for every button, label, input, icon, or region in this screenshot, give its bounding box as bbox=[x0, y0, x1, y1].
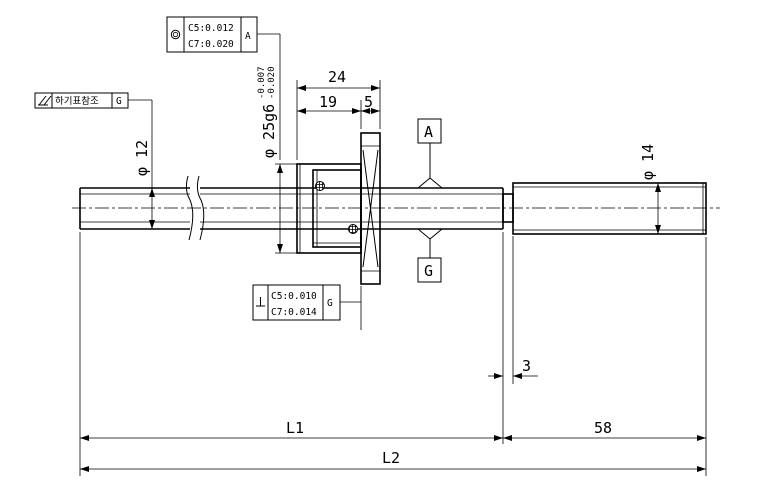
grease-nipple-lower bbox=[348, 224, 358, 234]
grease-nipple-upper bbox=[315, 181, 325, 191]
circularity-icon bbox=[170, 29, 181, 40]
screw-shaft bbox=[79, 187, 504, 230]
frame-bottom-row1: C5:0.010 bbox=[271, 291, 317, 302]
dim-phi25-tol-upper: -0.007 bbox=[257, 66, 267, 99]
dim-phi12-label: φ 12 bbox=[133, 140, 151, 176]
frame-runout-datum: G bbox=[116, 96, 122, 107]
dimension-24 bbox=[296, 80, 381, 160]
dimension-3 bbox=[488, 236, 538, 384]
dim-3-label: 3 bbox=[522, 357, 531, 375]
tolerance-frame-bottom bbox=[252, 284, 362, 330]
dim-L2-label: L2 bbox=[382, 449, 400, 467]
dim-phi25-label: φ 25g6 bbox=[260, 104, 278, 158]
datum-A-label: A bbox=[424, 123, 433, 141]
datum-A bbox=[417, 118, 443, 189]
dim-19-label: 19 bbox=[319, 93, 337, 111]
dim-5-label: 5 bbox=[364, 93, 373, 111]
dim-phi14-label: φ 14 bbox=[639, 144, 657, 180]
tolerance-frame-top bbox=[166, 16, 281, 160]
dimension-19-5 bbox=[297, 100, 380, 129]
frame-bottom-datum: G bbox=[327, 298, 333, 309]
dimension-phi25 bbox=[275, 163, 297, 254]
dimension-L1-58 bbox=[79, 232, 707, 476]
dim-L1-label: L1 bbox=[286, 419, 304, 437]
dim-phi25-tol-lower: -0.020 bbox=[267, 66, 277, 99]
perpendicularity-icon bbox=[256, 297, 265, 307]
dim-58-label: 58 bbox=[594, 419, 612, 437]
frame-runout-text: 하기표참조 bbox=[55, 95, 99, 107]
ball-nut bbox=[296, 163, 362, 254]
nut-flange bbox=[360, 132, 381, 285]
frame-top-row1: C5:0.012 bbox=[188, 23, 234, 34]
frame-bottom-row2: C7:0.014 bbox=[271, 307, 317, 318]
datum-G bbox=[417, 228, 443, 283]
dim-24-label: 24 bbox=[328, 68, 346, 86]
total-runout-icon bbox=[38, 95, 52, 106]
frame-top-datum: A bbox=[245, 31, 251, 42]
frame-top-row2: C7:0.020 bbox=[188, 39, 234, 50]
datum-G-label: G bbox=[424, 262, 433, 280]
tolerance-frame-runout bbox=[34, 92, 153, 188]
shaft-break-marks bbox=[185, 175, 205, 241]
support-journal bbox=[502, 182, 707, 235]
